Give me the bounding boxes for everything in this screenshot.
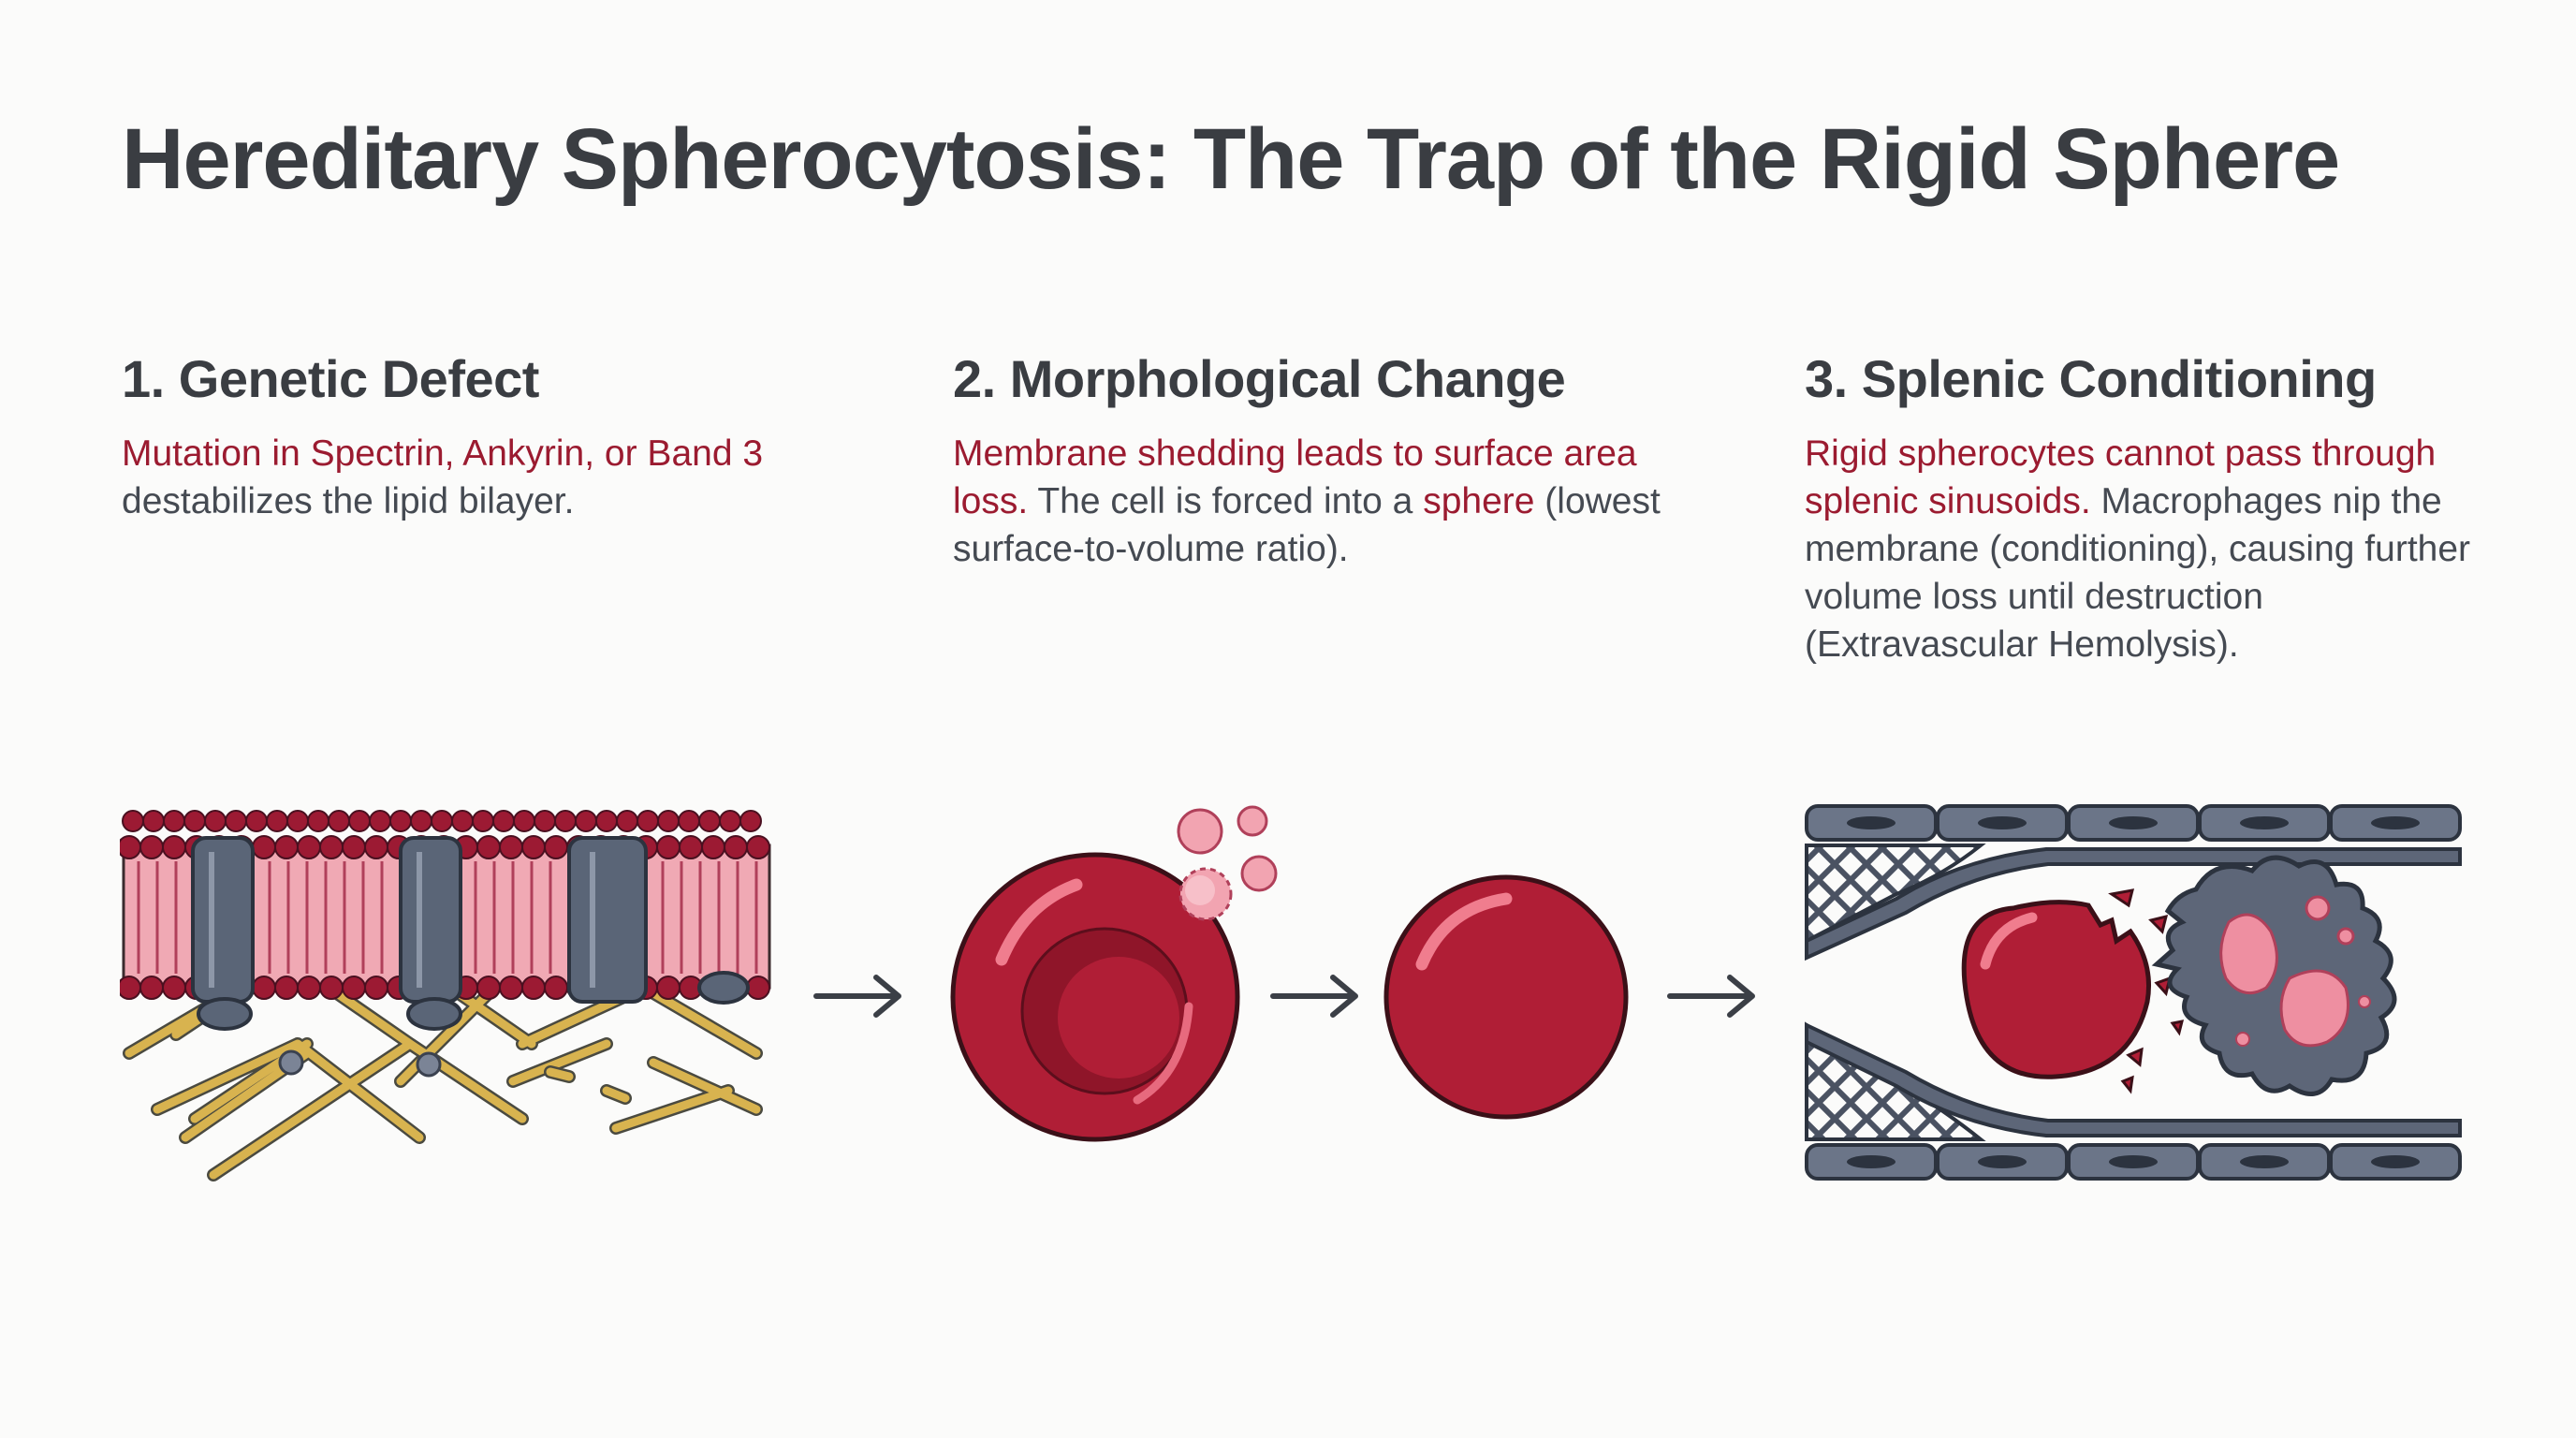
- spherocyte-illustration: [1383, 874, 1629, 1120]
- step-splenic-conditioning: 3. Splenic Conditioning Rigid spherocyte…: [1805, 348, 2479, 668]
- macrophage: [2151, 855, 2397, 1096]
- step-2-rest: (lowest surface-to-volume ratio).: [953, 481, 1661, 569]
- step-morphological-change: 2. Morphological Change Membrane sheddin…: [953, 348, 1720, 573]
- step-1-rest: destabilizes the lipid bilayer.: [122, 481, 575, 521]
- step-1-heading: 1. Genetic Defect: [122, 349, 539, 408]
- step-3-highlight: Rigid spherocytes cannot pass through sp…: [1805, 433, 2437, 521]
- step-3-description: Rigid spherocytes cannot pass through sp…: [1805, 430, 2479, 668]
- step-2-description: Membrane shedding leads to surface area …: [953, 430, 1720, 573]
- step-2-heading: 2. Morphological Change: [953, 349, 1566, 408]
- step-2-highlight-2: sphere: [1423, 481, 1535, 521]
- step-3-heading: 3. Splenic Conditioning: [1805, 349, 2377, 408]
- band-3-proteins: [191, 836, 750, 1031]
- step-genetic-defect: 1. Genetic Defect Mutation in Spectrin, …: [122, 348, 833, 525]
- step-1-highlight: Mutation in Spectrin, Ankyrin, or Band 3: [122, 433, 764, 474]
- step-2-highlight: Membrane shedding leads to surface area …: [953, 433, 1637, 521]
- lipid-bilayer-illustration: [120, 810, 771, 1181]
- right-arrow-icon: [1667, 975, 1755, 1018]
- right-arrow-icon: [813, 975, 901, 1018]
- red-blood-cell-shedding-illustration: [950, 805, 1278, 1142]
- step-3-rest: Macrophages nip the membrane (conditioni…: [1805, 481, 2471, 665]
- step-1-description: Mutation in Spectrin, Ankyrin, or Band 3…: [122, 430, 833, 525]
- step-2-mid: The cell is forced into a: [1028, 481, 1424, 521]
- right-arrow-icon: [1270, 975, 1358, 1018]
- splenic-sinusoid-illustration: [1805, 804, 2462, 1181]
- page-title: Hereditary Spherocytosis: The Trap of th…: [122, 111, 2340, 207]
